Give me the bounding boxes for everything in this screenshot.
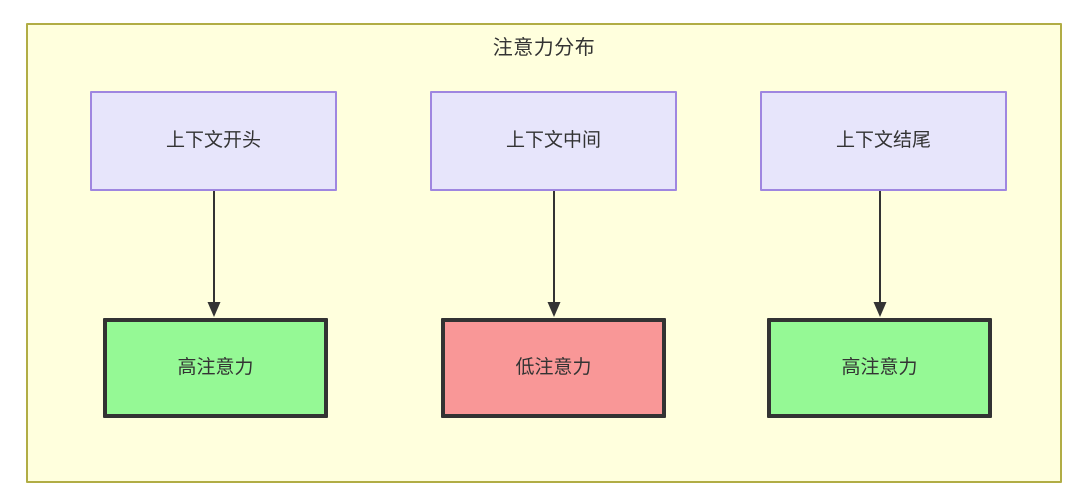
node-label: 上下文中间	[505, 130, 601, 151]
node-label: 高注意力	[841, 357, 918, 378]
node-context-end[interactable]: 上下文结尾	[760, 91, 1007, 191]
node-low-attention-middle[interactable]: 低注意力	[441, 318, 666, 418]
edge-beginning-to-high	[207, 191, 221, 318]
node-high-attention-beginning[interactable]: 高注意力	[103, 318, 328, 418]
edge-middle-to-low	[547, 191, 561, 318]
node-label: 上下文结尾	[835, 130, 931, 151]
node-label: 上下文开头	[165, 130, 261, 151]
edge-end-to-high	[873, 191, 887, 318]
node-context-middle[interactable]: 上下文中间	[430, 91, 677, 191]
down-arrow-icon	[873, 191, 887, 317]
subgraph-title: 注意力分布	[492, 37, 596, 59]
node-label: 低注意力	[515, 357, 592, 378]
node-context-beginning[interactable]: 上下文开头	[90, 91, 337, 191]
node-high-attention-end[interactable]: 高注意力	[767, 318, 992, 418]
down-arrow-icon	[207, 191, 221, 317]
down-arrow-icon	[547, 191, 561, 317]
node-label: 高注意力	[177, 357, 254, 378]
